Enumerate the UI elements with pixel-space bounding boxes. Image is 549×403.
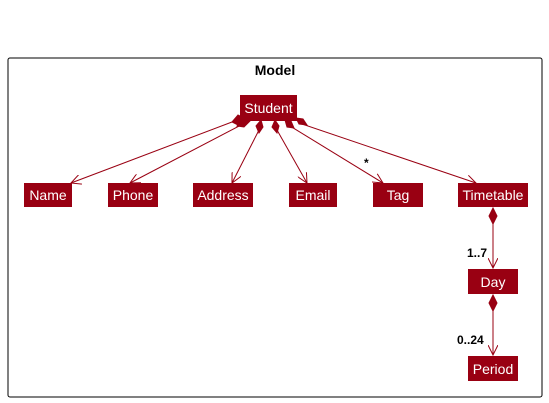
diamond-student-email bbox=[271, 118, 280, 135]
diamond-day-period bbox=[488, 293, 498, 313]
composition-edges bbox=[71, 114, 498, 355]
diamond-student-timetable bbox=[295, 117, 309, 126]
model-package-frame bbox=[7, 57, 543, 398]
diamond-student-tag bbox=[284, 119, 295, 129]
node-student[interactable]: Student bbox=[240, 95, 297, 121]
node-student-label: Student bbox=[244, 100, 292, 116]
node-address-label: Address bbox=[197, 187, 248, 203]
node-tag[interactable]: Tag bbox=[373, 183, 423, 207]
multiplicity-tag: * bbox=[364, 156, 369, 170]
edge-student-tag bbox=[289, 125, 383, 183]
edge-student-address bbox=[232, 129, 260, 183]
edge-student-email bbox=[276, 129, 307, 183]
edge-student-phone bbox=[130, 123, 244, 183]
node-tag-label: Tag bbox=[387, 187, 410, 203]
multiplicity-period: 0..24 bbox=[457, 333, 484, 347]
node-timetable[interactable]: Timetable bbox=[458, 183, 528, 207]
diamond-student-address bbox=[255, 118, 264, 135]
node-day-label: Day bbox=[481, 274, 506, 290]
edge-student-timetable bbox=[301, 123, 476, 183]
node-period-label: Period bbox=[473, 361, 513, 377]
diamond-timetable-day bbox=[488, 206, 498, 226]
node-day[interactable]: Day bbox=[468, 269, 518, 294]
edge-student-name bbox=[71, 121, 233, 183]
node-timetable-label: Timetable bbox=[463, 187, 524, 203]
node-email[interactable]: Email bbox=[289, 183, 337, 207]
multiplicity-day: 1..7 bbox=[467, 246, 487, 260]
node-name[interactable]: Name bbox=[24, 183, 72, 207]
node-name-label: Name bbox=[29, 187, 67, 203]
package-title: Model bbox=[255, 62, 295, 78]
node-phone[interactable]: Phone bbox=[108, 183, 158, 207]
node-phone-label: Phone bbox=[113, 187, 154, 203]
node-address[interactable]: Address bbox=[193, 183, 253, 207]
node-email-label: Email bbox=[295, 187, 330, 203]
node-period[interactable]: Period bbox=[468, 356, 518, 381]
